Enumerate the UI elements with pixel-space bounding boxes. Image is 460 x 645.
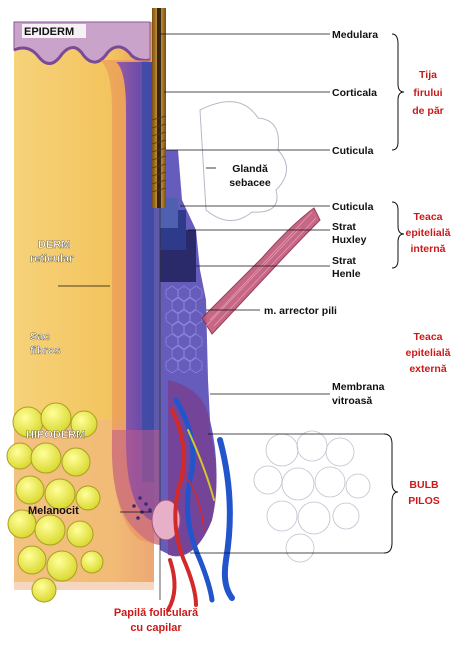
hair-follicle-right-half [151,8,371,612]
label-derm-reticular: reticular [30,253,74,265]
right-labels: Medulara Corticala Cuticula Cuticula Str… [264,29,385,407]
sebaceous-gland-outline [199,101,287,221]
epidermis-basal-layer [13,45,151,65]
dermal-papilla [151,499,181,541]
label-de-par: de păr [412,105,444,117]
label-teaca-interna: Teaca [414,211,443,223]
label-cuticula-teaca: Cuticula [332,201,374,213]
label-cu-capilar: cu capilar [130,622,182,634]
hair-medulla [157,8,161,208]
center-labels: Glandă sebacee [229,163,271,189]
label-epiderm: EPIDERM [24,26,74,38]
arrector-pili-muscle [201,207,321,335]
left-labels: EPIDERM DERM reticular Sac fibros HIPODE… [22,24,86,517]
label-bulb: BULB [409,479,439,491]
brace-bulb [383,433,399,554]
label-pilos: PILOS [408,495,440,507]
label-strat-huxley: Strat [332,221,356,233]
epiderm-label-bg [22,24,86,38]
label-firului: firului [413,87,442,99]
label-tija: Tija [419,69,437,81]
label-vitroasa: vitroasă [332,395,372,407]
label-strat-henle: Strat [332,255,356,267]
melanocyte-dots [132,496,152,520]
label-teaca-interna-epiteliala: epitelială [406,227,451,239]
label-henle: Henle [332,268,361,280]
brace-teaca-interna [391,201,405,269]
label-arrector-pili: m. arrector pili [264,305,337,317]
blood-vessels [166,397,235,612]
label-cuticula-tija: Cuticula [332,145,374,157]
label-glanda: Glandă [232,163,268,175]
fat-cells [6,402,104,603]
group-braces [383,33,405,554]
label-derm: DERM [38,239,70,251]
inner-sheath-strip-left [142,62,154,482]
label-teaca-externa-epiteliala: epitelială [406,347,451,359]
leader-lines [58,33,384,554]
label-papila: Papilă foliculară [114,607,199,619]
label-membrana: Membrana [332,381,385,393]
skin-layers [6,21,160,603]
label-corticala: Corticala [332,87,377,99]
fat-cell-outlines-right [253,430,371,563]
label-sac-fibros: fibros [30,345,61,357]
label-externa: externă [409,363,447,375]
bottom-labels: Papilă foliculară cu capilar [114,607,199,634]
brace-tija [391,33,405,151]
sheath-cell-texture [165,285,203,374]
bulb-left [111,430,160,545]
label-interna: internă [410,243,445,255]
label-hipoderm: HIPODERM [26,429,85,441]
group-labels: Tija firului de păr Teaca epitelială int… [406,69,451,507]
label-teaca-externa: Teaca [414,331,443,343]
cuticle-scales [151,115,167,193]
label-glanda-sebacee: sebacee [229,177,271,189]
label-melanocit: Melanocit [28,505,79,517]
label-huxley: Huxley [332,234,367,246]
label-sac: Sac [30,331,50,343]
label-medulara: Medulara [332,29,378,41]
